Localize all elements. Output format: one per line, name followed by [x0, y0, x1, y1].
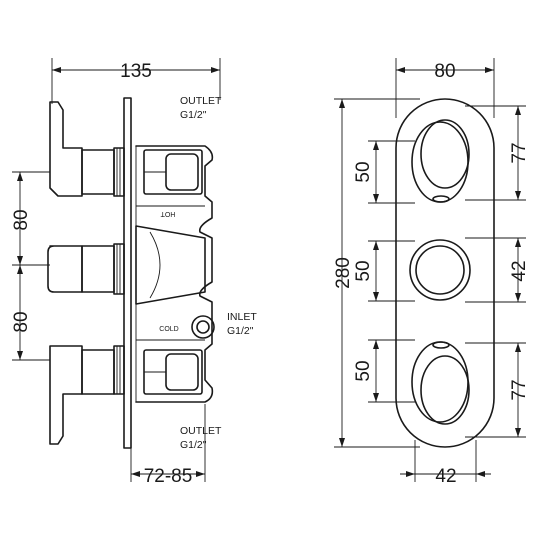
front-dim-height: 280 [333, 98, 420, 448]
side-dim-left: 80 80 [11, 171, 50, 361]
side-dim-top: 135 [51, 58, 221, 104]
hot-label: HOT [160, 210, 176, 217]
side-dim-top-label: 135 [120, 61, 152, 82]
lower-cartridge [143, 349, 203, 395]
front-dim-left-bottom-label: 50 [353, 360, 374, 381]
front-dim-height-label: 280 [333, 257, 354, 289]
front-lower-lever [411, 341, 470, 425]
middle-diverter [135, 225, 206, 305]
front-dim-top-label: 80 [434, 61, 455, 82]
front-dim-left-mid-label: 50 [353, 260, 374, 281]
front-dim-top: 80 [395, 58, 495, 118]
outlet-bottom-line1: OUTLET [180, 425, 222, 437]
front-dim-right-top-label: 77 [509, 142, 530, 163]
inlet-fitting [191, 315, 215, 339]
outlet-top-line1: OUTLET [180, 95, 222, 107]
front-dim-bottom-label: 42 [435, 466, 456, 487]
side-dim-bottom-label: 72-85 [144, 466, 193, 487]
front-dim-left-top-label: 50 [353, 161, 374, 182]
valve-body [135, 145, 214, 403]
upper-handle [49, 101, 125, 197]
outlet-top-line2: G1/2" [180, 109, 207, 121]
front-dim-left: 50 50 50 [353, 140, 415, 403]
side-dim-left-upper-label: 80 [11, 209, 32, 230]
middle-handle [47, 243, 125, 295]
front-dim-right-mid-label: 42 [509, 260, 530, 281]
inlet-line1: INLET [227, 311, 257, 323]
cold-label: COLD [159, 326, 178, 333]
front-view: 80 280 [333, 58, 530, 487]
wall-plate [123, 97, 132, 449]
front-dim-right: 77 42 77 [465, 105, 530, 438]
front-dim-bottom: 42 [400, 440, 491, 487]
front-middle-knob [409, 239, 471, 301]
side-view: 135 80 80 [11, 58, 257, 487]
outlet-bottom-line2: G1/2" [180, 439, 207, 451]
upper-cartridge [143, 149, 203, 195]
front-upper-lever [411, 119, 470, 203]
side-dim-left-lower-label: 80 [11, 311, 32, 332]
inlet-line2: G1/2" [227, 325, 254, 337]
front-dim-right-bottom-label: 77 [509, 379, 530, 400]
front-plate [395, 98, 495, 448]
side-dim-bottom: 72-85 [130, 404, 206, 487]
lower-handle [49, 345, 125, 445]
